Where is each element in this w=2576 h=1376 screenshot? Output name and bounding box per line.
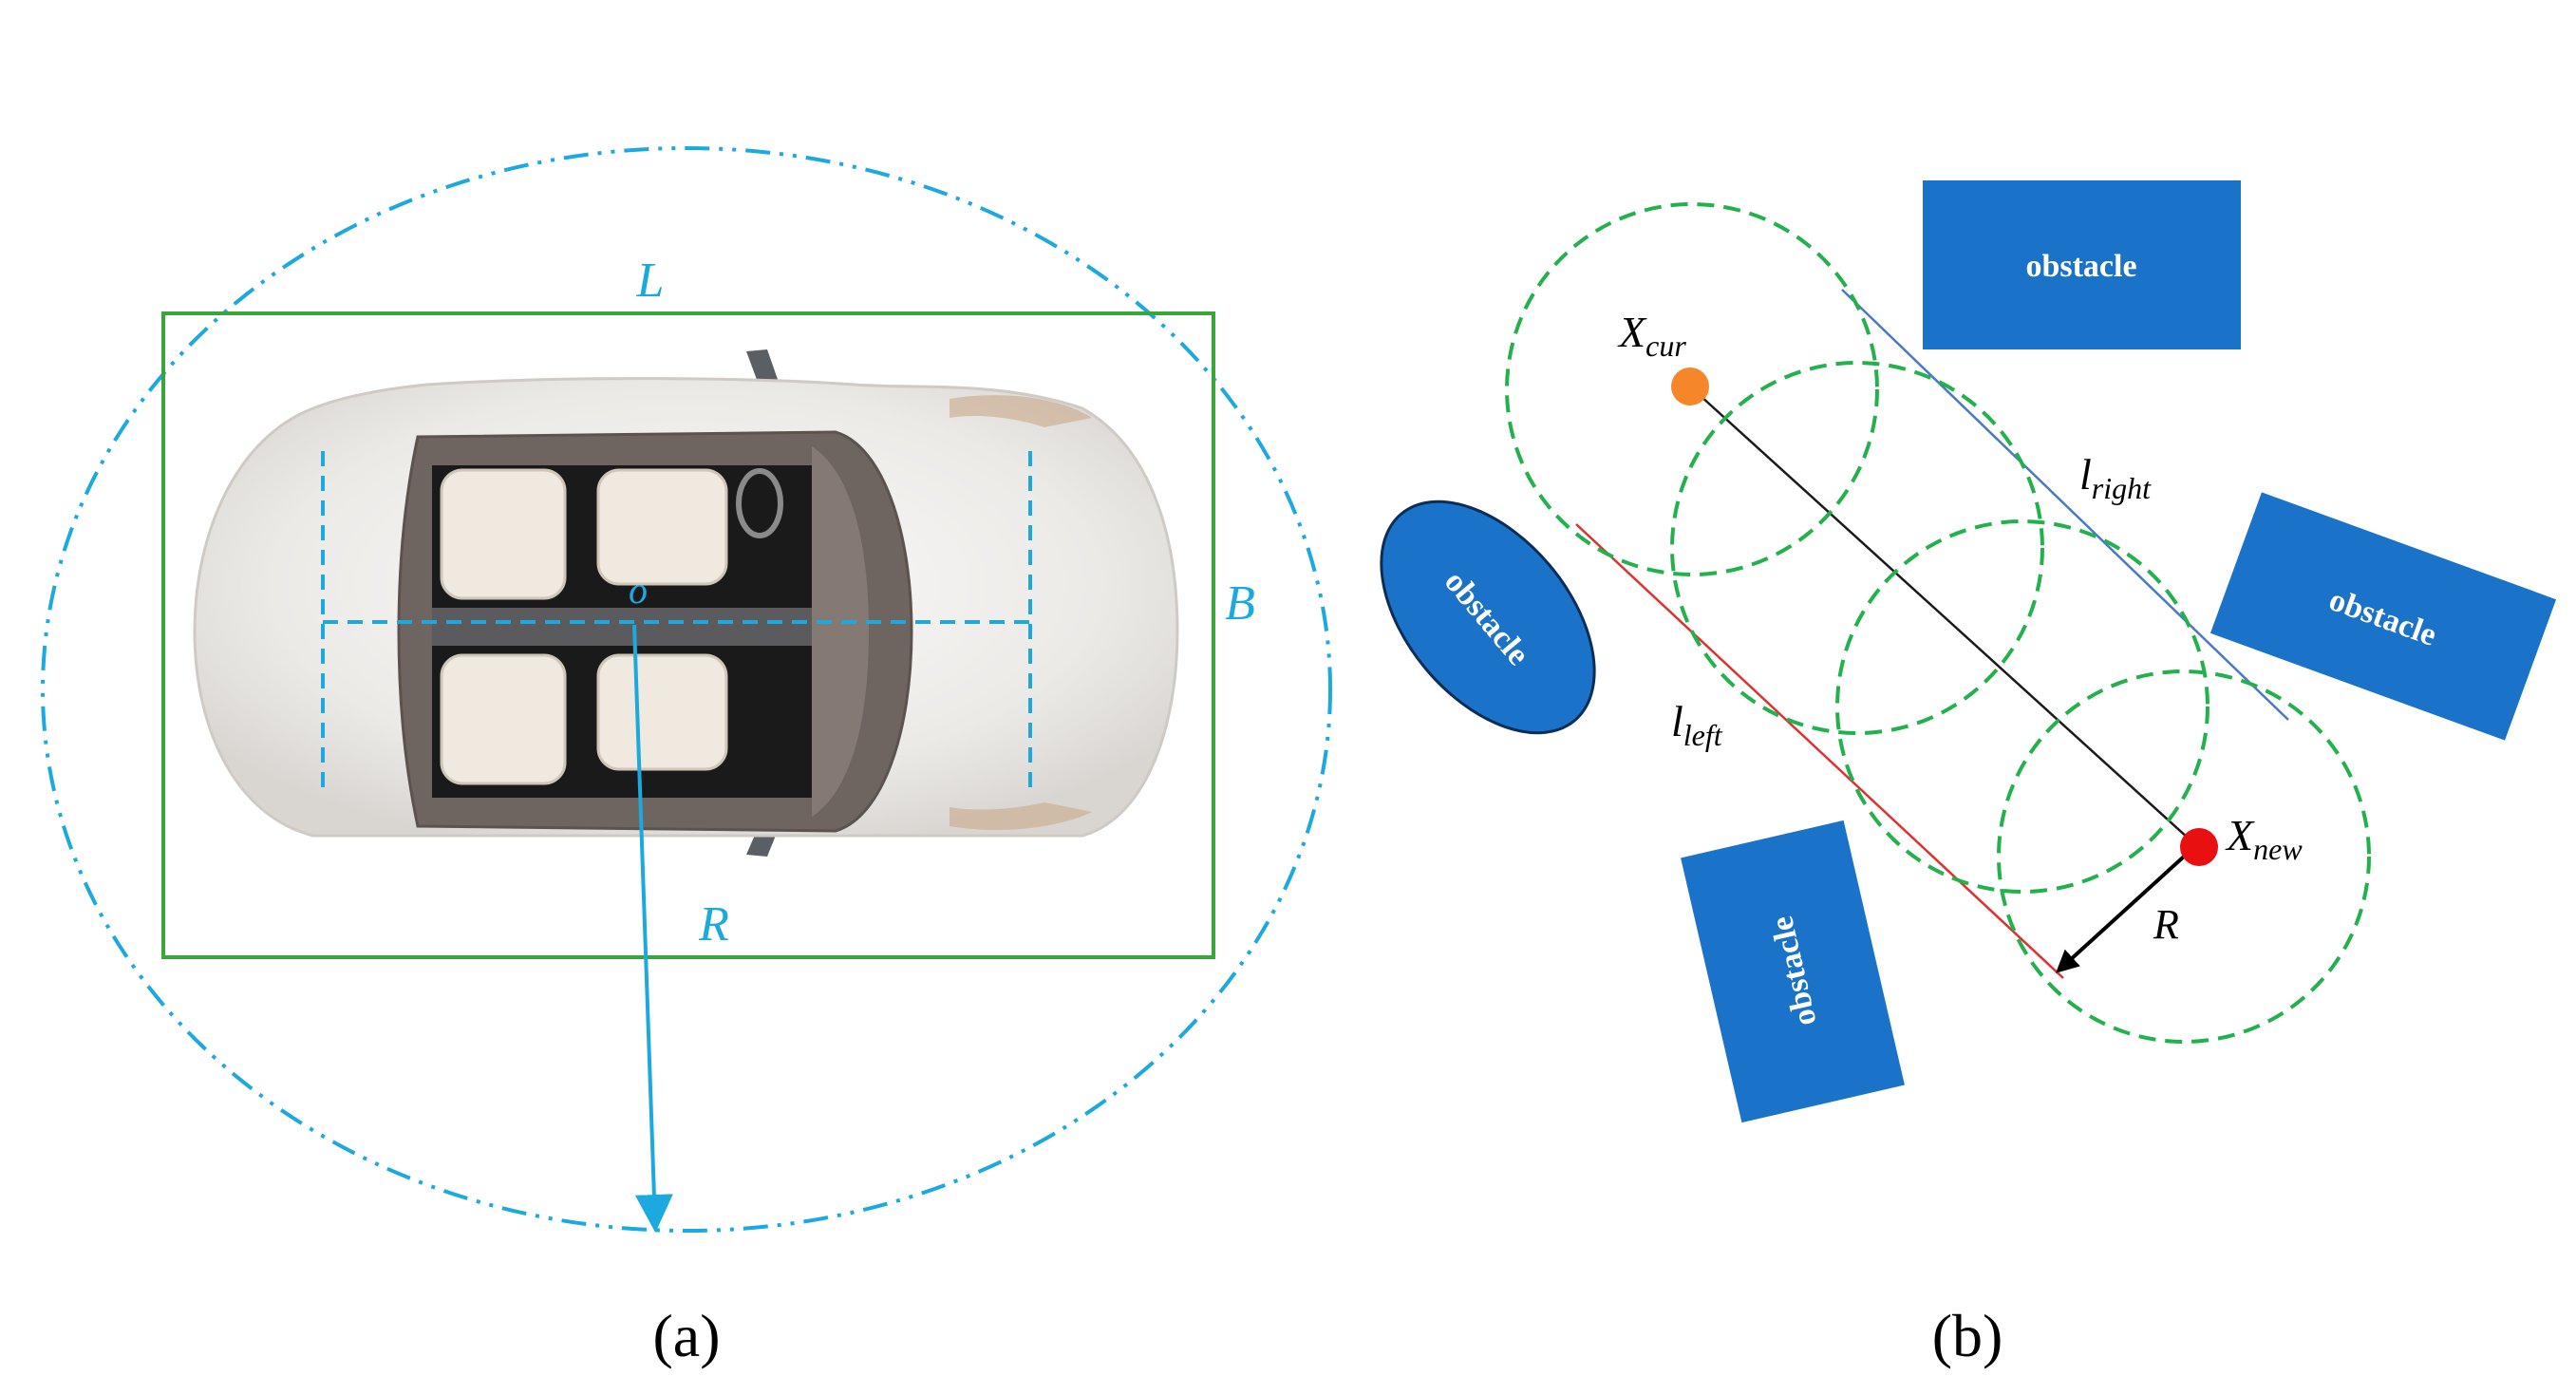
x-new-label: Xnew (2225, 811, 2303, 866)
radius-arrow (632, 624, 673, 1233)
x-new-sub: new (2253, 832, 2303, 866)
x-cur-base: X (1617, 308, 1647, 356)
collision-circle (1997, 669, 2371, 1044)
path-line (1689, 386, 2200, 849)
obstacle-right: obstacle (2209, 492, 2557, 741)
obstacle-ellipse: obstacle (1380, 500, 1596, 735)
l-left-line (1575, 523, 2064, 979)
panel-b: obstacle obstacle obstacle obstacle Xcur… (1380, 180, 2557, 1369)
obstacle-bottom: obstacle (1681, 820, 1905, 1123)
x-new-base: X (2225, 811, 2255, 859)
collision-circle (1835, 519, 2209, 894)
car-image (193, 349, 1179, 857)
label-origin: o (629, 569, 648, 612)
x-cur-label: Xcur (1617, 308, 1686, 363)
caption-b: (b) (1932, 1302, 2003, 1369)
l-right-label: lright (2079, 450, 2152, 505)
collision-circle (1670, 361, 2044, 735)
collision-circle (1505, 202, 1879, 576)
label-R-a: R (698, 897, 729, 952)
l-left-label: lleft (1671, 697, 1723, 752)
caption-a: (a) (652, 1302, 720, 1369)
label-R-b: R (2153, 901, 2179, 948)
l-right-line (1841, 289, 2289, 721)
r-arrow (2056, 855, 2186, 973)
l-right-base: l (2079, 450, 2092, 499)
obstacle-label: obstacle (2025, 249, 2136, 284)
obstacle-top: obstacle (1923, 180, 2241, 349)
label-B: B (1225, 576, 1255, 631)
panel-a: L B R o (a) (41, 146, 1332, 1369)
l-left-sub: left (1683, 718, 1723, 752)
l-left-base: l (1671, 697, 1683, 745)
l-right-sub: right (2092, 471, 2152, 505)
x-new-point (2180, 828, 2218, 866)
x-cur-sub: cur (1645, 329, 1686, 363)
safety-circle (41, 146, 1332, 1233)
label-L: L (636, 254, 665, 308)
vehicle-bounding-box (161, 311, 1215, 959)
x-cur-point (1671, 368, 1709, 405)
